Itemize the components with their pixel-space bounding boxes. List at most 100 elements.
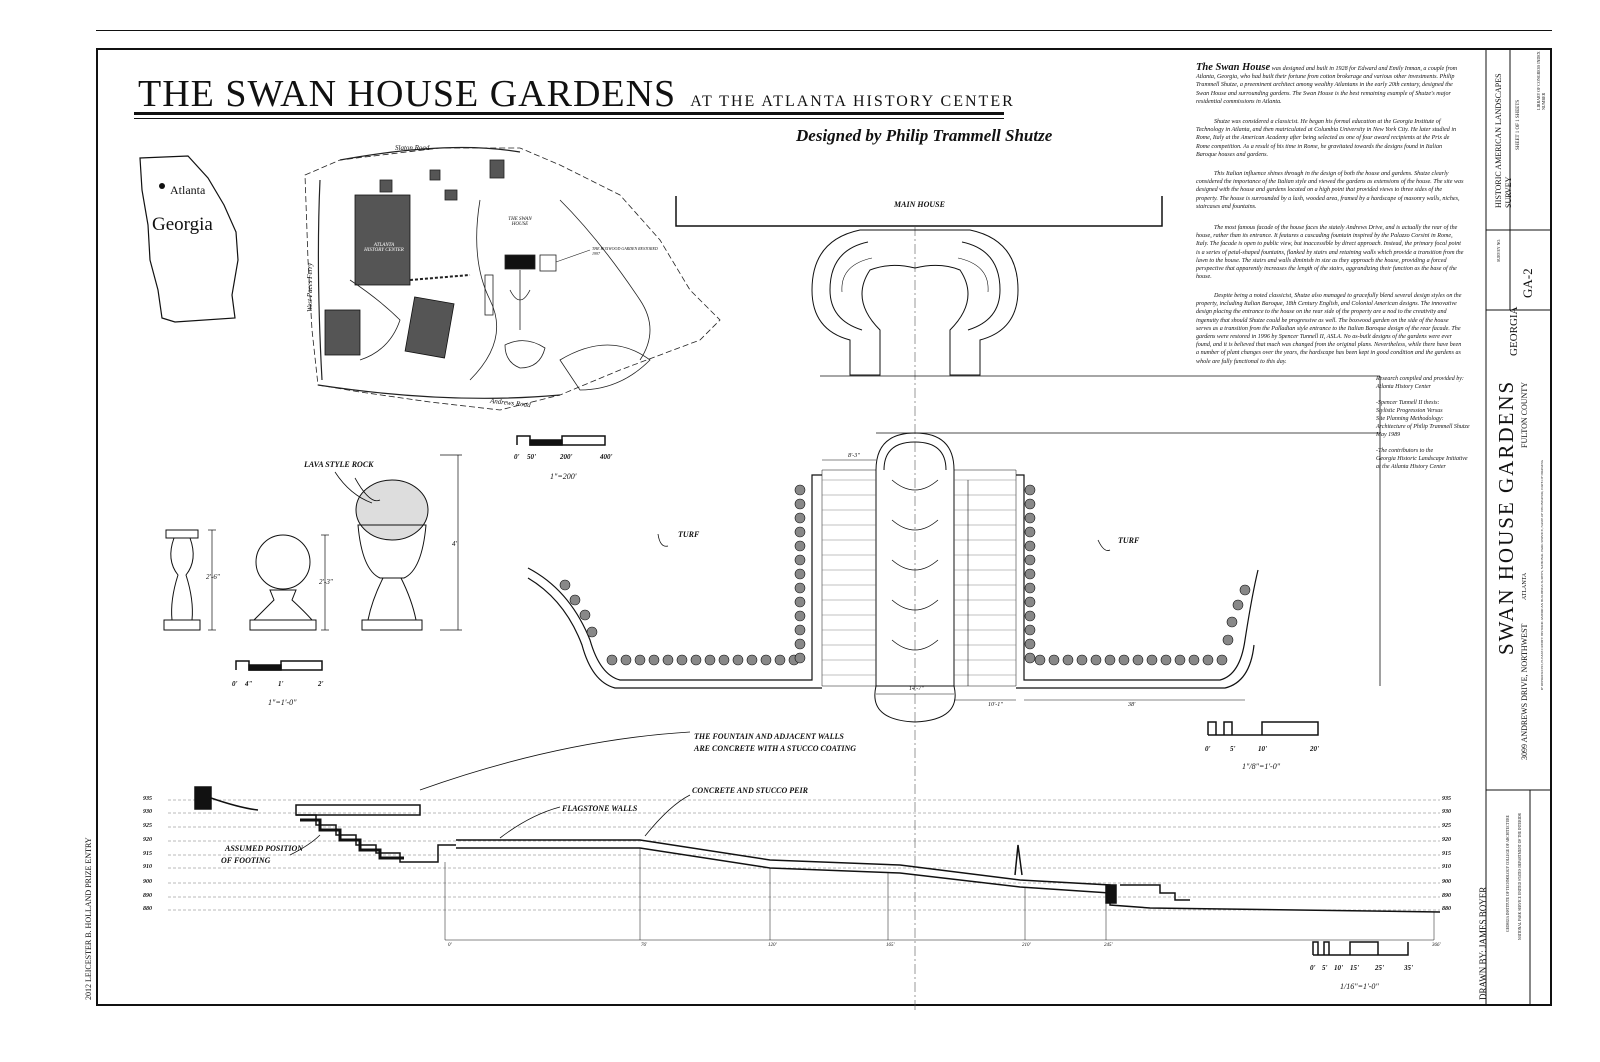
urn-detail	[354, 477, 429, 631]
shrub	[1160, 654, 1172, 666]
sphere-dim: 2'-3"	[319, 578, 333, 586]
text-paragraph-2: Shutze was considered a classicist. He b…	[1196, 119, 1457, 158]
elevation-label: 930	[1442, 809, 1451, 815]
shrub	[794, 624, 806, 636]
road-label-west-paces: West Paces Ferry	[306, 262, 314, 312]
nps-credit: NATIONAL PARK SERVICE UNITED STATES DEPA…	[1518, 813, 1522, 940]
text-paragraph-5: Despite being a noted classicist, Shutze…	[1196, 293, 1462, 365]
detail-dimension-lines	[208, 454, 462, 631]
text-paragraph-4: The most famous facade of the house face…	[1196, 225, 1464, 281]
shrub	[1222, 634, 1234, 646]
turf-label-left: TURF	[678, 530, 700, 539]
shrub	[1132, 654, 1144, 666]
shrub	[620, 654, 632, 666]
shrub	[1024, 554, 1036, 566]
credit-line	[1376, 439, 1476, 447]
paragraph-lead: The Swan House	[1196, 62, 1271, 73]
shrub	[1034, 654, 1046, 666]
elevation-label: 900	[1442, 879, 1451, 885]
right-garden-wall	[1016, 474, 1259, 689]
shrub	[1232, 599, 1244, 611]
shrub	[1226, 616, 1238, 628]
building-label-swan: THE SWAN HOUSE	[508, 217, 532, 227]
plan-dim-3: 10'-1"	[988, 702, 1003, 708]
text-paragraph-3: This Italian influence shines through in…	[1196, 171, 1464, 210]
institution: GEORGIA INSTITUTE OF TECHNOLOGY COLLEGE …	[1506, 815, 1510, 932]
site-scale-tick-2: 200'	[560, 453, 573, 461]
section-scale-bar	[1312, 941, 1409, 956]
shrub	[606, 654, 618, 666]
left-garden-wall	[527, 474, 822, 689]
atlanta-dot	[159, 183, 165, 189]
footing-label-1: ASSUMED POSITION	[225, 844, 304, 853]
station-6: 366'	[1432, 943, 1441, 948]
elevation-label: 915	[143, 851, 152, 857]
elevation-label: 910	[143, 864, 152, 870]
section-scale-tick-3: 15'	[1350, 964, 1359, 972]
credit-line: Georgia Historic Landscape Initiative	[1376, 456, 1468, 462]
shrub	[1024, 526, 1036, 538]
credit-line: Stylistic Progression Versus	[1376, 408, 1443, 414]
shrub	[676, 654, 688, 666]
shrub	[718, 654, 730, 666]
shrub	[1146, 654, 1158, 666]
shrub	[1024, 568, 1036, 580]
top-trim-line	[96, 30, 1552, 31]
title-main: THE SWAN HOUSE GARDENS	[138, 73, 677, 115]
shrub	[746, 654, 758, 666]
site-scale-tick-3: 400'	[600, 453, 613, 461]
shrub	[1090, 654, 1102, 666]
station-2: 120'	[768, 943, 777, 948]
shrub	[634, 654, 646, 666]
loc-index: LIBRARY OF CONGRESS INDEX NUMBER	[1536, 51, 1546, 110]
county-name: FULTON COUNTY	[1520, 381, 1529, 448]
elevation-label: 920	[1442, 837, 1451, 843]
elevation-label: 920	[143, 837, 152, 843]
shrub	[794, 512, 806, 524]
shrub	[1174, 654, 1186, 666]
elevation-label: 935	[143, 796, 152, 802]
shrub	[794, 610, 806, 622]
plan-dim-4: 38'	[1128, 702, 1136, 708]
detail-scale-tick-3: 2'	[318, 680, 324, 688]
section-scale-tick-0: 0'	[1310, 964, 1316, 972]
credit-line: -The contributors to the	[1376, 448, 1434, 454]
shrub	[662, 654, 674, 666]
designer-subtitle: Designed by Philip Trammell Shutze	[796, 126, 1053, 145]
shrub	[1239, 584, 1251, 596]
credit-line: -Spencer Tunnell II thesis:	[1376, 400, 1440, 406]
urn-dim: 4'	[452, 540, 457, 548]
elevation-label: 890	[143, 893, 152, 899]
shrub	[1062, 654, 1074, 666]
elevation-label: 935	[1442, 796, 1451, 802]
section-scale-tick-5: 35'	[1404, 964, 1413, 972]
reproduction-note: IF REPRODUCED, PLEASE CREDIT: HISTORIC A…	[1540, 459, 1544, 690]
shrub	[794, 526, 806, 538]
shrub	[1024, 512, 1036, 524]
elevation-label: 910	[1442, 864, 1451, 870]
plan-dimensions	[822, 459, 1245, 701]
shrub	[1104, 654, 1116, 666]
shrub	[1202, 654, 1214, 666]
station-5: 245'	[1104, 943, 1113, 948]
detail-scale-tick-2: 1'	[278, 680, 284, 688]
elevation-label: 925	[1442, 823, 1451, 829]
plan-scale-label: 1"/8"=1'-0"	[1242, 762, 1281, 771]
section-scale-tick-1: 5'	[1322, 964, 1328, 972]
elevation-label: 900	[143, 879, 152, 885]
shrub	[690, 654, 702, 666]
credit-line: Architecture of Philip Trammell Shutze	[1376, 424, 1470, 430]
section-elevation-lines	[168, 799, 1440, 911]
shrub	[1076, 654, 1088, 666]
fountain-note-1: THE FOUNTAIN AND ADJACENT WALLS	[694, 732, 844, 741]
shrub	[1024, 540, 1036, 552]
station-4: 210'	[1022, 943, 1031, 948]
shrub	[794, 582, 806, 594]
shrub	[1216, 654, 1228, 666]
shrub	[579, 609, 591, 621]
research-credits: Research compiled and provided by:Atlant…	[1376, 375, 1476, 471]
shrub	[794, 596, 806, 608]
plan-scale-tick-3: 20'	[1310, 745, 1319, 753]
